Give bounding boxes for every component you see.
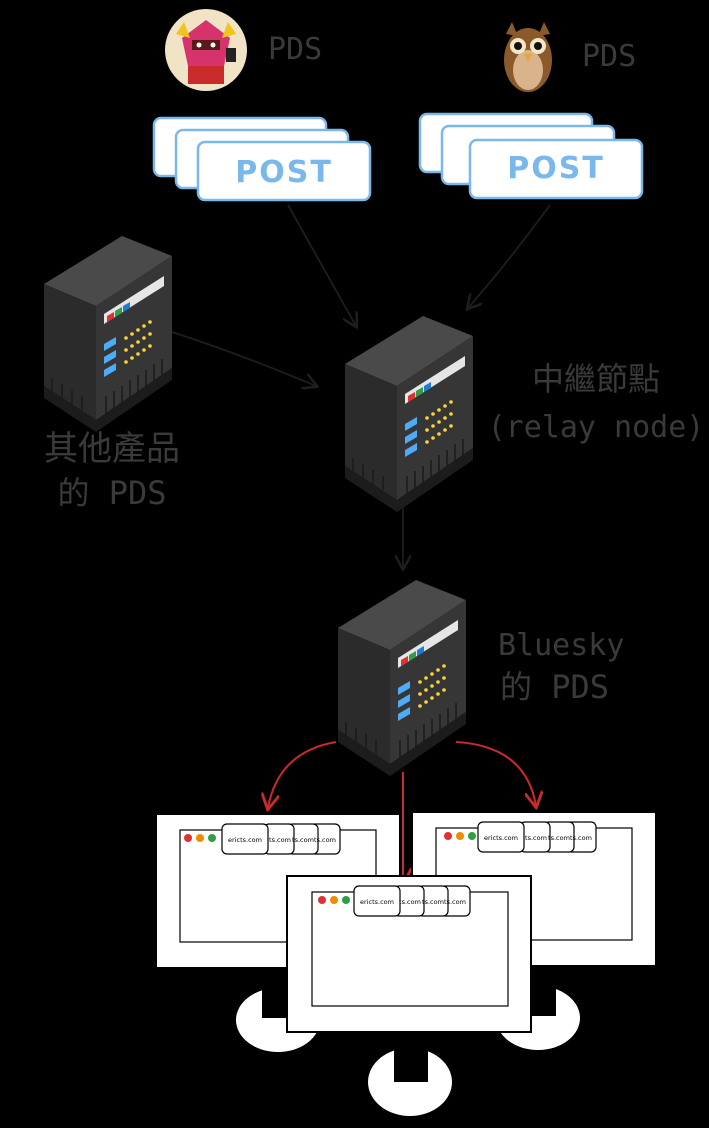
bluesky-label-line2: 的 PDS <box>500 668 609 706</box>
other-pds-label-line1: 其他產品 <box>44 429 180 469</box>
tab-label: ericts.com <box>228 836 262 844</box>
post-label-left: POST <box>235 155 333 190</box>
other-pds-label-line2: 的 PDS <box>57 474 166 512</box>
pds-label-left: PDS <box>268 32 322 67</box>
post-label-right: POST <box>507 151 605 186</box>
relay-server-icon <box>344 315 474 513</box>
tab-label-short: ts.com <box>548 834 570 842</box>
tab-label-short: ts.com <box>444 898 466 906</box>
tab-label-short: ts.com <box>292 836 314 844</box>
tab-label: ericts.com <box>360 898 394 906</box>
arrow-post-left-to-relay <box>287 204 356 326</box>
post-stack-left: POST <box>152 116 372 202</box>
arrow-bluesky-to-monitor-right <box>455 741 536 806</box>
pds-label-right: PDS <box>582 39 636 74</box>
arrow-post-right-to-relay <box>468 204 551 308</box>
tab-label-short: ts.com <box>314 836 336 844</box>
owl-avatar-icon <box>504 22 552 92</box>
other-pds-server-icon <box>43 235 173 433</box>
relay-label-zh: 中繼節點 <box>532 360 660 398</box>
tab-label-short: ts.com <box>570 834 592 842</box>
monitor-center: ericts.com ts.com ts.com ts.com <box>286 875 532 1116</box>
relay-label-en: (relay node) <box>488 410 705 445</box>
tab-label-short: ts.com <box>422 898 444 906</box>
post-stack-right: POST <box>418 112 644 200</box>
tab-label-short: ts.com <box>525 834 547 842</box>
bluesky-server-icon <box>337 579 467 777</box>
arrow-other-pds-to-relay <box>171 331 316 386</box>
tab-label-short: ts.com <box>269 836 291 844</box>
tab-label: ericts.com <box>484 834 518 842</box>
arrow-bluesky-to-monitor-left <box>268 741 337 808</box>
bluesky-label-line1: Bluesky <box>498 628 624 663</box>
robot-avatar-icon <box>165 9 247 91</box>
tab-label-short: ts.com <box>399 898 421 906</box>
